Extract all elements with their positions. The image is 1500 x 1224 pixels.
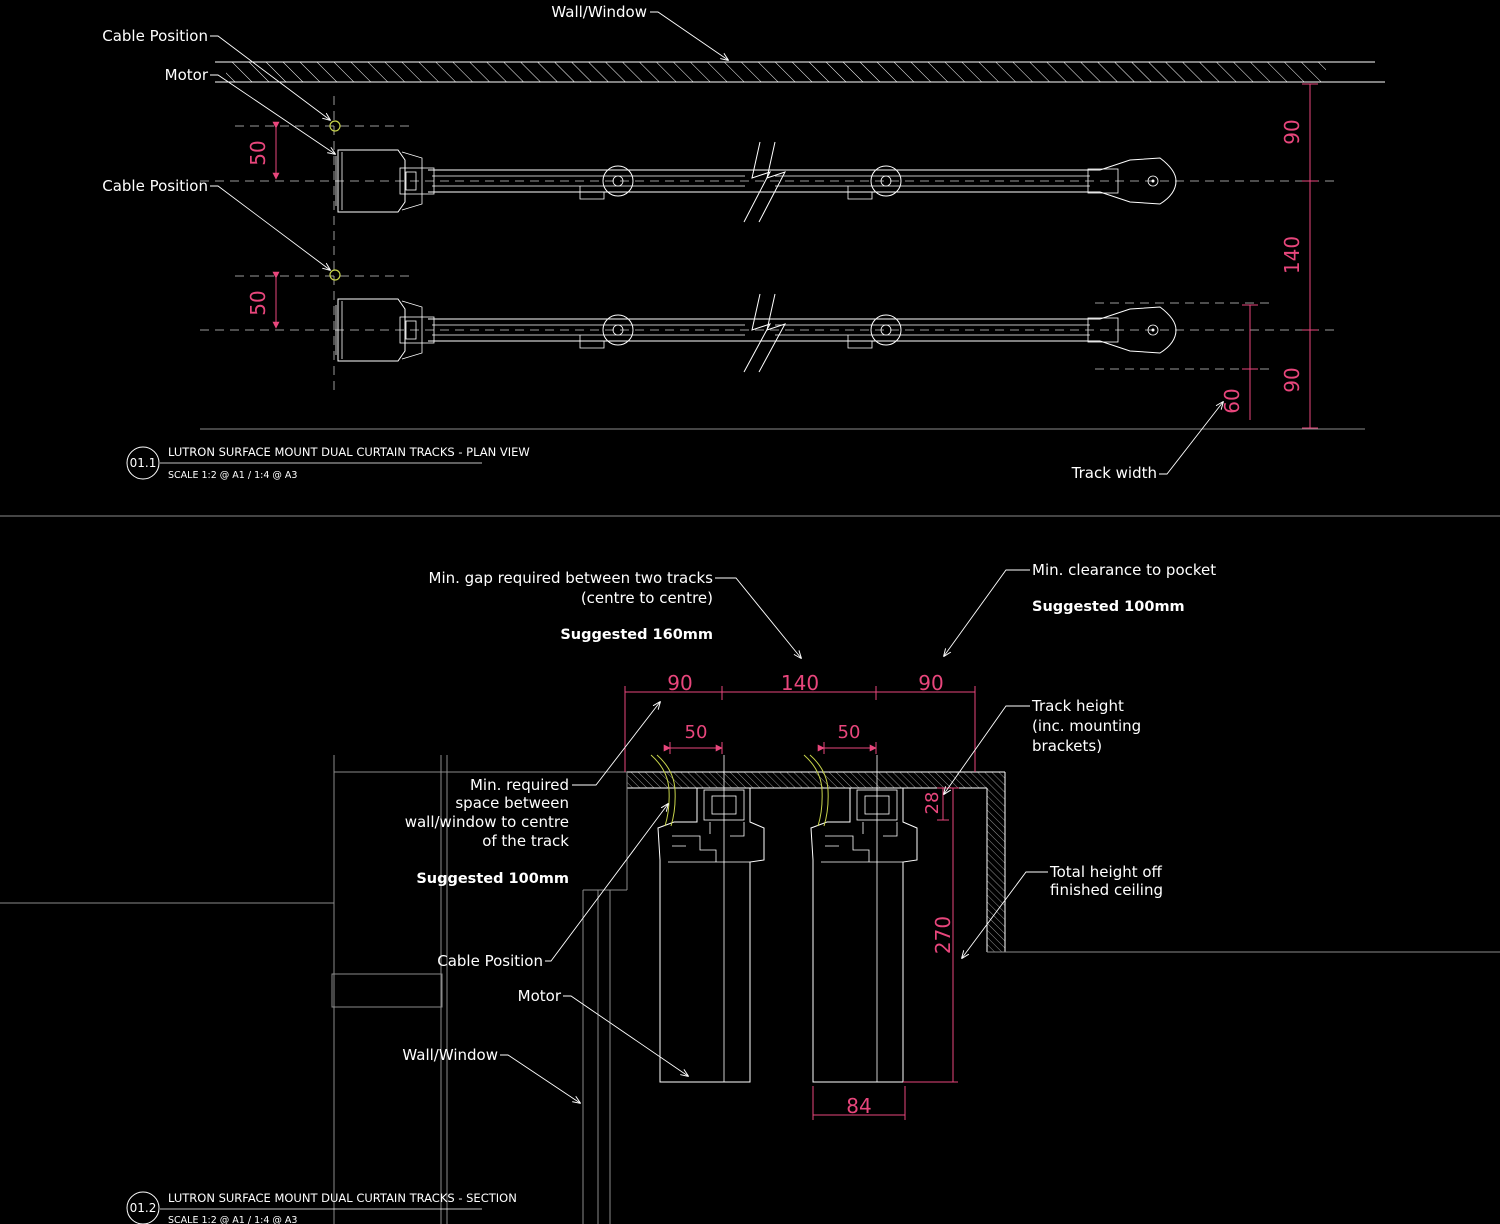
label-cable-position: Cable Position	[437, 952, 543, 970]
label-min-space: Min. required	[470, 776, 569, 794]
cable-position-marker	[329, 120, 341, 132]
section-view: 90 140 90 50 50 28 270 84 Min. gap requi…	[0, 561, 1500, 1224]
plan-dim-50-lower: 50	[246, 290, 270, 315]
label-min-gap-suggested: Suggested 160mm	[560, 627, 713, 643]
label-track-height: Track height	[1031, 697, 1124, 715]
plan-dim-60: 60	[1220, 388, 1244, 413]
plan-view: 50 50 90 140 90 60 Wall/Window Cable Pos…	[102, 3, 1385, 482]
section-labels: Min. gap required between two tracks (ce…	[402, 561, 1216, 1103]
plan-dimensions: 50 50 90 140 90 60	[246, 83, 1318, 429]
section-drawing-number: 01.2	[130, 1201, 157, 1215]
section-wall	[0, 755, 628, 1224]
label-wall-window: Wall/Window	[551, 3, 647, 21]
plan-title-block: 01.1 LUTRON SURFACE MOUNT DUAL CURTAIN T…	[126, 445, 530, 481]
label-min-space-3: wall/window to centre	[405, 813, 569, 831]
label-motor: Motor	[518, 987, 562, 1005]
label-min-clearance: Min. clearance to pocket	[1032, 561, 1216, 579]
section-dim-90-right: 90	[918, 671, 943, 695]
section-dim-90-left: 90	[667, 671, 692, 695]
plan-dim-50-upper: 50	[246, 140, 270, 165]
plan-track-2	[335, 293, 1177, 373]
plan-drawing-number: 01.1	[130, 456, 157, 470]
label-cable-position: Cable Position	[102, 27, 208, 45]
plan-dim-140: 140	[1280, 236, 1304, 274]
section-dimensions: 90 140 90 50 50 28 270 84	[624, 671, 976, 1120]
section-track-left	[650, 754, 765, 1083]
label-motor: Motor	[165, 66, 209, 84]
cable-position-marker	[329, 269, 341, 281]
plan-drawing-scale: SCALE 1:2 @ A1 / 1:4 @ A3	[168, 470, 297, 481]
plan-dim-90-top: 90	[1280, 119, 1304, 144]
label-min-gap-note: (centre to centre)	[581, 589, 713, 607]
label-track-height-note-2: brackets)	[1032, 737, 1102, 755]
plan-drawing-title: LUTRON SURFACE MOUNT DUAL CURTAIN TRACKS…	[168, 445, 530, 459]
section-dim-28: 28	[922, 792, 943, 815]
section-ceiling	[626, 771, 1500, 953]
section-drawing-title: LUTRON SURFACE MOUNT DUAL CURTAIN TRACKS…	[168, 1191, 517, 1205]
label-min-space-suggested: Suggested 100mm	[416, 871, 569, 887]
plan-track-1	[335, 141, 1177, 223]
plan-labels: Wall/Window Cable Position Motor Cable P…	[102, 3, 1223, 482]
section-dim-50-left: 50	[685, 722, 708, 743]
label-min-space-2: space between	[455, 794, 569, 812]
section-dim-270: 270	[931, 916, 955, 954]
label-total-height-2: finished ceiling	[1050, 881, 1163, 899]
label-min-space-4: of the track	[482, 832, 569, 850]
section-drawing-scale: SCALE 1:2 @ A1 / 1:4 @ A3	[168, 1215, 297, 1224]
section-dim-140: 140	[781, 671, 819, 695]
label-min-gap: Min. gap required between two tracks	[429, 569, 714, 587]
label-min-clearance-suggested: Suggested 100mm	[1032, 599, 1185, 615]
plan-dim-90-bottom: 90	[1280, 367, 1304, 392]
label-cable-position: Cable Position	[102, 177, 208, 195]
label-track-height-note: (inc. mounting	[1032, 717, 1141, 735]
section-title-block: 01.2 LUTRON SURFACE MOUNT DUAL CURTAIN T…	[126, 1191, 517, 1224]
section-dim-84: 84	[846, 1094, 871, 1118]
label-track-width: Track width	[1071, 464, 1157, 482]
label-wall-window: Wall/Window	[402, 1046, 498, 1064]
plan-wall	[215, 61, 1385, 83]
label-total-height: Total height off	[1049, 863, 1163, 881]
section-dim-50-right: 50	[838, 722, 861, 743]
section-track-right	[803, 754, 918, 1083]
